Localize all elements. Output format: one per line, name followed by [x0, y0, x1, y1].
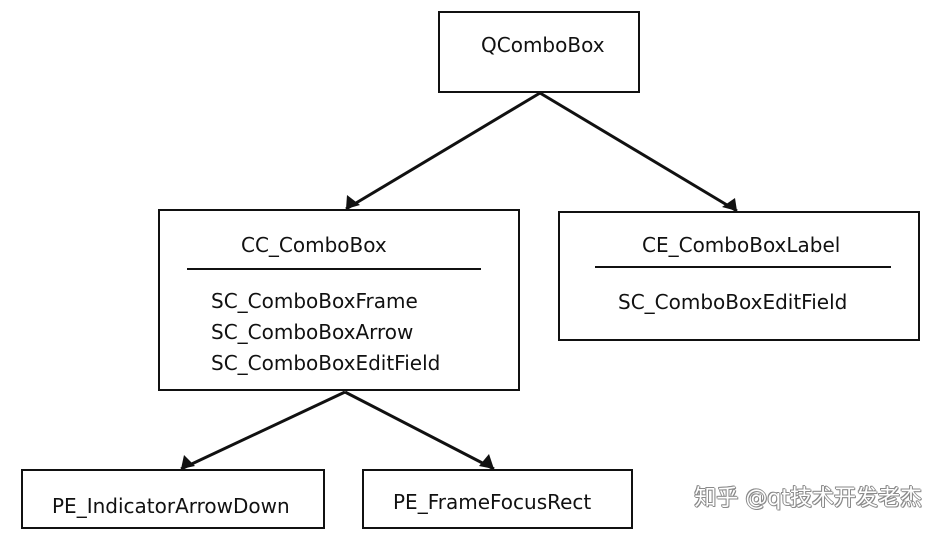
pe-indicatorarrowdown-node: PE_IndicatorArrowDown	[21, 469, 325, 529]
edge-root-to-cc-combobox	[345, 91, 541, 211]
edge-cc-combobox-to-pe-indicatorarrowdown	[180, 390, 346, 471]
ce-comboboxlabel-divider	[595, 266, 891, 268]
cc-combobox-item-arrow: SC_ComboBoxArrow	[211, 320, 414, 344]
edge-cc-combobox-to-pe-framefocusrect	[344, 390, 495, 471]
arrowhead-pe-framefocusrect	[479, 454, 494, 469]
arrowhead-pe-indicatorarrowdown	[181, 455, 195, 469]
arrowhead-cc-combobox	[346, 195, 360, 209]
cc-combobox-item-frame: SC_ComboBoxFrame	[211, 289, 418, 313]
pe-indicatorarrowdown-title: PE_IndicatorArrowDown	[52, 494, 290, 518]
cc-combobox-divider	[187, 268, 481, 270]
cc-combobox-title: CC_ComboBox	[241, 233, 387, 257]
cc-combobox-node: CC_ComboBox SC_ComboBoxFrame SC_ComboBox…	[158, 209, 520, 391]
cc-combobox-item-editfield: SC_ComboBoxEditField	[211, 351, 441, 375]
ce-comboboxlabel-item-editfield: SC_ComboBoxEditField	[618, 290, 848, 314]
pe-framefocusrect-title: PE_FrameFocusRect	[393, 490, 592, 514]
arrowhead-ce-comboboxlabel	[722, 198, 737, 211]
ce-comboboxlabel-title: CE_ComboBoxLabel	[642, 233, 841, 257]
pe-framefocusrect-node: PE_FrameFocusRect	[362, 469, 633, 529]
zhihu-watermark: 知乎 @qt技术开发老杰	[694, 486, 922, 511]
edge-root-to-ce-comboboxlabel	[539, 91, 738, 213]
ce-comboboxlabel-node: CE_ComboBoxLabel SC_ComboBoxEditField	[558, 211, 920, 341]
qcombobox-title: QComboBox	[481, 33, 605, 57]
qcombobox-node: QComboBox	[438, 11, 640, 93]
